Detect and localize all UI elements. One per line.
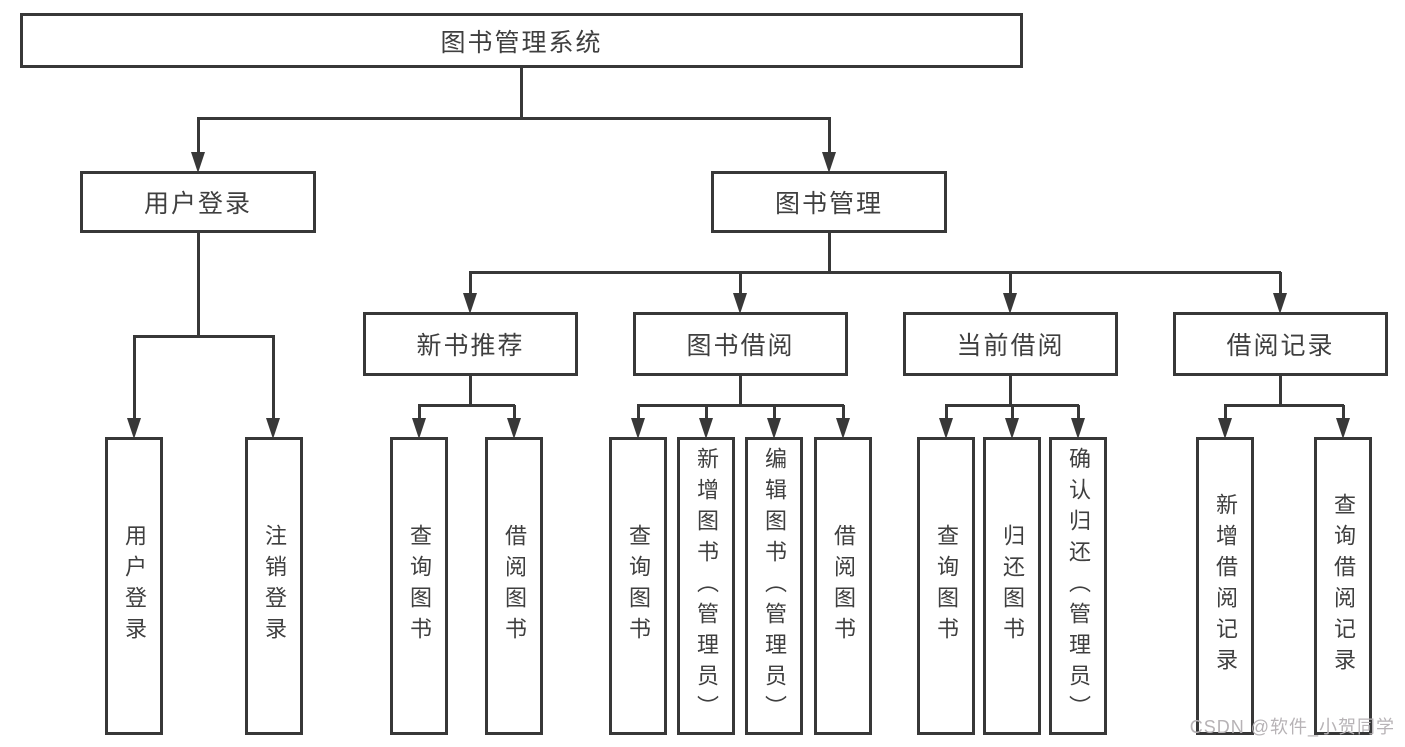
connector-line-horizontal: [469, 270, 1281, 274]
node-add-books-admin: 新增图书（管理员）: [677, 437, 735, 735]
connector-line-vertical: [132, 336, 136, 421]
connector-line-vertical: [519, 68, 523, 118]
node-borrow-books: 借阅图书: [814, 437, 872, 735]
connector-line-vertical: [468, 376, 472, 407]
connector-line-vertical: [196, 118, 200, 156]
node-query-books-borrow-label: 查询图书: [626, 524, 651, 648]
connector-line-vertical: [772, 405, 776, 421]
connector-line-vertical: [1008, 272, 1012, 297]
arrow-down-icon: [1218, 418, 1232, 439]
node-logout: 注销登录: [245, 437, 303, 735]
node-borrow-records-label: 借阅记录: [1226, 332, 1335, 360]
arrow-down-icon: [191, 152, 205, 173]
arrow-down-icon: [836, 418, 850, 439]
node-current-borrow-label: 当前借阅: [956, 332, 1065, 360]
node-confirm-return-admin: 确认归还（管理员）: [1049, 437, 1107, 735]
node-borrow-records: 借阅记录: [1173, 312, 1388, 376]
connector-line-horizontal: [637, 403, 844, 407]
node-user-login-label: 用户登录: [122, 524, 147, 648]
arrow-down-icon: [1005, 418, 1019, 439]
arrow-down-icon: [127, 418, 141, 439]
arrow-down-icon: [631, 418, 645, 439]
node-book-borrow: 图书借阅: [633, 312, 848, 376]
connector-line-vertical: [944, 405, 948, 421]
connector-line-vertical: [704, 405, 708, 421]
arrow-down-icon: [767, 418, 781, 439]
node-return-books: 归还图书: [983, 437, 1041, 735]
node-root: 图书管理系统: [20, 13, 1023, 68]
node-query-borrow-record: 查询借阅记录: [1314, 437, 1372, 735]
node-new-book-recommend: 新书推荐: [363, 312, 578, 376]
arrow-down-icon: [1071, 418, 1085, 439]
arrow-down-icon: [463, 293, 477, 314]
connector-line-vertical: [1278, 272, 1282, 297]
node-book-management-label: 图书管理: [774, 190, 883, 218]
node-query-books-borrow: 查询图书: [609, 437, 667, 735]
connector-line-vertical: [196, 233, 200, 338]
node-edit-books-admin-label: 编辑图书（管理员）: [762, 446, 787, 726]
node-borrow-books-recommend: 借阅图书: [485, 437, 543, 735]
node-return-books-label: 归还图书: [1000, 524, 1025, 648]
connector-line-vertical: [1278, 376, 1282, 407]
arrow-down-icon: [1273, 293, 1287, 314]
connector-line-vertical: [1341, 405, 1345, 421]
node-query-books-recommend-label: 查询图书: [407, 524, 432, 648]
connector-line-horizontal: [945, 403, 1079, 407]
arrow-down-icon: [699, 418, 713, 439]
node-root-label: 图书管理系统: [440, 28, 603, 57]
node-add-borrow-record-label: 新增借阅记录: [1213, 493, 1238, 679]
node-book-management: 图书管理: [711, 171, 947, 233]
node-user-login-group-label: 用户登录: [143, 190, 252, 218]
arrow-down-icon: [266, 418, 280, 439]
connector-line-vertical: [636, 405, 640, 421]
connector-line-horizontal: [1224, 403, 1344, 407]
node-borrow-books-label: 借阅图书: [831, 524, 856, 648]
connector-line-horizontal: [197, 116, 831, 120]
node-add-books-admin-label: 新增图书（管理员）: [694, 446, 719, 726]
arrow-down-icon: [1003, 293, 1017, 314]
connector-line-vertical: [1076, 405, 1080, 421]
node-query-books-current-label: 查询图书: [934, 524, 959, 648]
node-edit-books-admin: 编辑图书（管理员）: [745, 437, 803, 735]
node-book-borrow-label: 图书借阅: [686, 332, 795, 360]
connector-line-vertical: [738, 272, 742, 297]
connector-line-vertical: [1010, 405, 1014, 421]
arrow-down-icon: [939, 418, 953, 439]
node-query-books-recommend: 查询图书: [390, 437, 448, 735]
watermark: CSDN @软件_小贺同学: [1189, 717, 1395, 737]
node-confirm-return-admin-label: 确认归还（管理员）: [1066, 446, 1091, 726]
node-current-borrow: 当前借阅: [903, 312, 1118, 376]
node-logout-label: 注销登录: [262, 524, 287, 648]
connector-line-vertical: [468, 272, 472, 297]
arrow-down-icon: [507, 418, 521, 439]
connector-line-horizontal: [418, 403, 515, 407]
node-query-borrow-record-label: 查询借阅记录: [1331, 493, 1356, 679]
connector-line-vertical: [738, 376, 742, 407]
connector-line-vertical: [271, 336, 275, 421]
node-user-login-group: 用户登录: [80, 171, 316, 233]
arrow-down-icon: [412, 418, 426, 439]
node-user-login: 用户登录: [105, 437, 163, 735]
connector-line-vertical: [827, 118, 831, 156]
connector-line-horizontal: [133, 334, 275, 338]
connector-line-vertical: [827, 233, 831, 274]
node-query-books-current: 查询图书: [917, 437, 975, 735]
connector-line-vertical: [512, 405, 516, 421]
node-new-book-recommend-label: 新书推荐: [416, 332, 525, 360]
arrow-down-icon: [822, 152, 836, 173]
connector-line-vertical: [417, 405, 421, 421]
node-borrow-books-recommend-label: 借阅图书: [502, 524, 527, 648]
connector-line-vertical: [841, 405, 845, 421]
arrow-down-icon: [1336, 418, 1350, 439]
connector-line-vertical: [1008, 376, 1012, 407]
arrow-down-icon: [733, 293, 747, 314]
node-add-borrow-record: 新增借阅记录: [1196, 437, 1254, 735]
connector-line-vertical: [1223, 405, 1227, 421]
